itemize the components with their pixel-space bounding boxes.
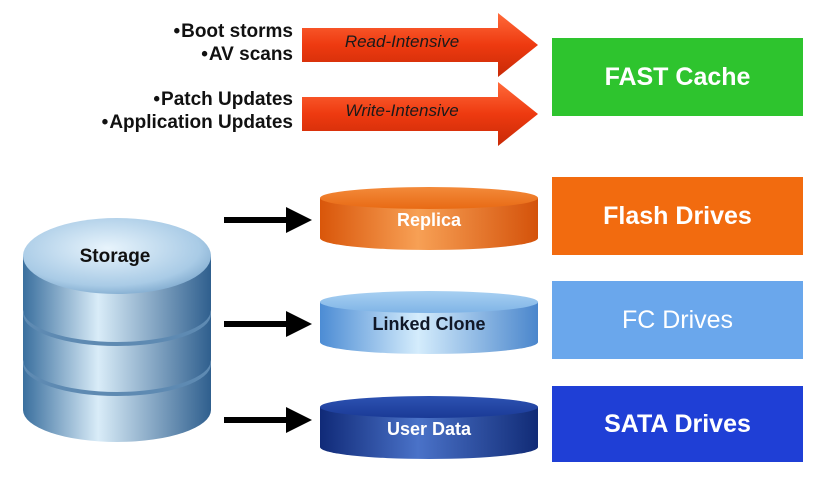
- read-intensive-label: Read-Intensive: [344, 32, 460, 51]
- read-workloads-list: Boot storms AV scans: [173, 20, 293, 66]
- disk-icon: [320, 187, 538, 250]
- storage-stack: [20, 214, 215, 446]
- fast-cache-box: FAST Cache: [552, 38, 803, 116]
- arrow-to-user-data: [224, 405, 314, 435]
- arrow-right-icon: [302, 82, 538, 146]
- fc-drives-box: FC Drives: [552, 281, 803, 359]
- disk-icon: [320, 291, 538, 354]
- replica-label: Replica: [396, 210, 462, 230]
- arrow-right-icon: [224, 311, 312, 337]
- write-workloads-list: Patch Updates Application Updates: [102, 88, 293, 134]
- arrow-right-icon: [224, 207, 312, 233]
- list-item: AV scans: [173, 43, 293, 66]
- flash-drives-box: Flash Drives: [552, 177, 803, 255]
- linked-clone-disk: Linked Clone: [318, 290, 540, 356]
- replica-disk: Replica: [318, 186, 540, 252]
- sata-drives-box: SATA Drives: [552, 386, 803, 462]
- user-data-disk: User Data: [318, 395, 540, 461]
- write-intensive-label: Write-Intensive: [345, 101, 459, 120]
- sata-drives-label: SATA Drives: [604, 409, 751, 438]
- flash-drives-label: Flash Drives: [603, 201, 752, 230]
- database-icon: [23, 218, 211, 442]
- linked-clone-label: Linked Clone: [372, 314, 486, 334]
- read-intensive-arrow: Read-Intensive: [302, 13, 538, 77]
- list-item: Application Updates: [102, 111, 293, 134]
- fc-drives-label: FC Drives: [621, 305, 734, 334]
- arrow-right-icon: [224, 407, 312, 433]
- user-data-label: User Data: [386, 419, 472, 439]
- arrow-right-icon: [302, 13, 538, 77]
- write-intensive-arrow: Write-Intensive: [302, 82, 538, 146]
- list-item: Boot storms: [173, 20, 293, 43]
- fast-cache-label: FAST Cache: [604, 62, 751, 91]
- disk-icon: [320, 396, 538, 459]
- arrow-to-linked-clone: [224, 309, 314, 339]
- list-item: Patch Updates: [102, 88, 293, 111]
- storage-label: Storage: [79, 246, 151, 267]
- arrow-to-replica: [224, 205, 314, 235]
